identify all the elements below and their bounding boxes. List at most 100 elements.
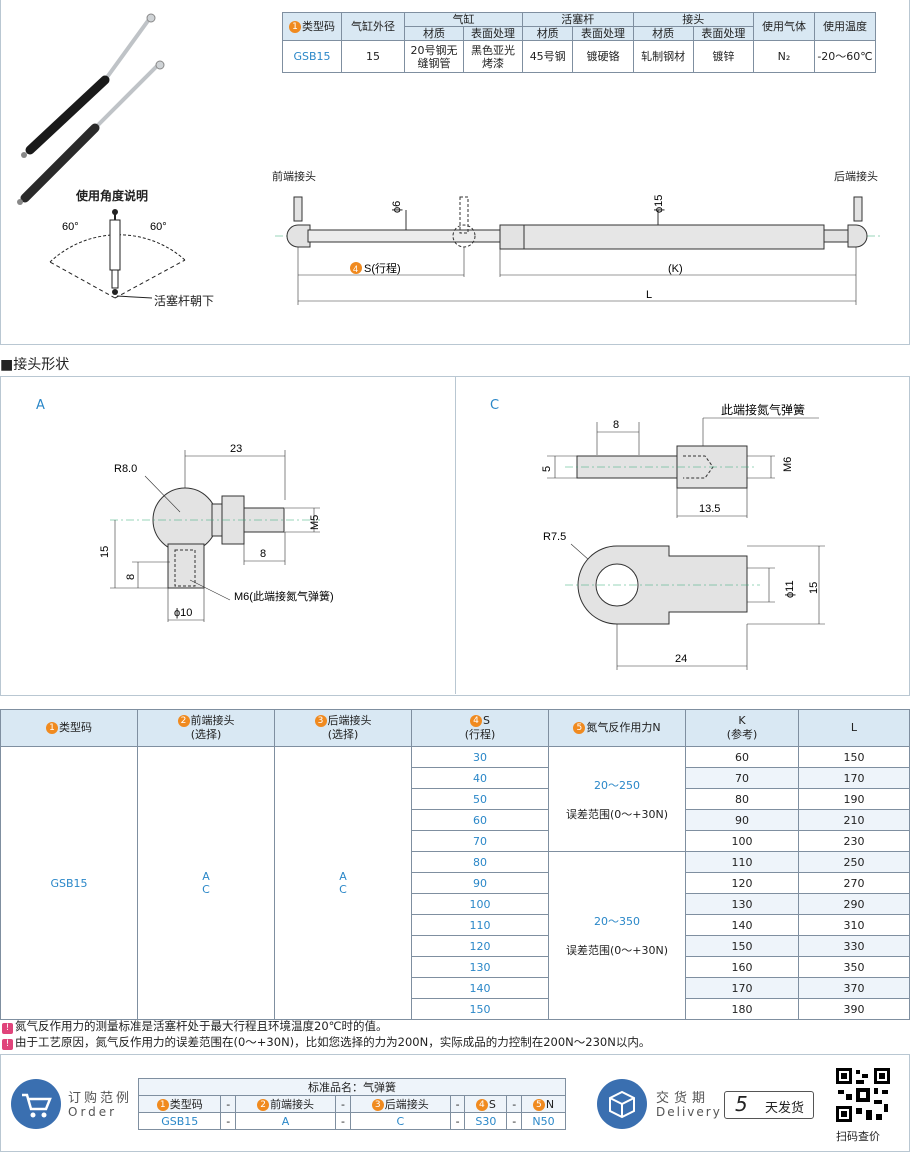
k-cell: 90: [685, 809, 799, 831]
front-ball: [286, 224, 311, 248]
angle-note: 活塞杆朝下: [154, 294, 215, 308]
gas-spring-lower: [17, 60, 165, 205]
a-h8: 8: [125, 574, 137, 580]
c-h5: 5: [541, 466, 553, 472]
joint-divider: [455, 376, 456, 694]
stroke-cell[interactable]: 30: [411, 746, 549, 768]
l-cell: 230: [798, 830, 910, 852]
k-cell: 170: [685, 977, 799, 999]
spring-drawing: ϕ6 ϕ15 L (K) 4 S(行程): [275, 195, 882, 305]
angle-spring-body: [109, 219, 121, 271]
k-cell: 60: [685, 746, 799, 768]
order-label-cn: 订购范例: [68, 1091, 133, 1106]
k-cell: 120: [685, 872, 799, 894]
front-joint-label: 前端接头: [272, 170, 316, 183]
c-w135: 13.5: [699, 503, 720, 515]
k-cell: 180: [685, 998, 799, 1020]
k-cell: 70: [685, 767, 799, 789]
l-cell: 330: [798, 935, 910, 957]
svg-text:4: 4: [353, 264, 358, 274]
piston-rod: [307, 229, 501, 243]
stroke-cell[interactable]: 40: [411, 767, 549, 789]
l-cell: 270: [798, 872, 910, 894]
stroke-cell[interactable]: 80: [411, 851, 549, 873]
angle-title: 使用角度说明: [76, 189, 149, 203]
k-cell: 80: [685, 788, 799, 810]
rear-stud: [853, 196, 863, 222]
delivery-days: 5: [735, 1092, 748, 1116]
angle-diagram: 60° 60°: [49, 209, 186, 299]
qr-code-icon[interactable]: [834, 1066, 892, 1124]
l-cell: 370: [798, 977, 910, 999]
l-cell: 210: [798, 809, 910, 831]
l-cell: 190: [798, 788, 910, 810]
front-stud: [293, 196, 303, 222]
order-label-en: Order: [68, 1105, 118, 1119]
l-cell: 310: [798, 914, 910, 936]
angle-right-label: 60°: [150, 221, 167, 233]
c-r75: R7.5: [543, 531, 566, 543]
l-cell: 350: [798, 956, 910, 978]
a-w23: 23: [230, 443, 242, 455]
joint-c-drawing: 此端接氮气弹簧 8 5 M6 13.5 R7.5 ϕ11 15 24: [541, 402, 825, 670]
gas-spring-photo: [17, 13, 165, 205]
angle-left-label: 60°: [62, 221, 79, 233]
l-cell: 390: [798, 998, 910, 1020]
l-cell: 290: [798, 893, 910, 915]
delivery-label-cn: 交货期: [656, 1091, 711, 1106]
a-w8: 8: [260, 548, 266, 560]
stroke-cell[interactable]: 100: [411, 893, 549, 915]
l-cell: 250: [798, 851, 910, 873]
stroke-cell[interactable]: 140: [411, 977, 549, 999]
k-label: (K): [668, 263, 683, 275]
stroke-label: S(行程): [364, 262, 401, 275]
a-m6-note: M6(此端接氮气弹簧): [234, 589, 334, 603]
c-note: 此端接氮气弹簧: [721, 402, 805, 417]
stroke-cell[interactable]: 150: [411, 998, 549, 1020]
l-cell: 170: [798, 767, 910, 789]
c-w8: 8: [613, 419, 619, 431]
gas-spring-upper: [21, 13, 156, 158]
l-cell: 150: [798, 746, 910, 768]
delivery-days-box: 5 天发货: [724, 1091, 814, 1119]
stroke-cell[interactable]: 50: [411, 788, 549, 810]
rod-gland: [499, 224, 525, 250]
cylinder-body: [523, 224, 825, 250]
stroke-cell[interactable]: 110: [411, 914, 549, 936]
a-r8: R8.0: [114, 463, 137, 475]
k-cell: 130: [685, 893, 799, 915]
stroke-cell[interactable]: 60: [411, 809, 549, 831]
stroke-cell[interactable]: 70: [411, 830, 549, 852]
joint-a-label: A: [36, 398, 45, 413]
cart-icon: [11, 1079, 61, 1129]
k-cell: 140: [685, 914, 799, 936]
joint-c-label: C: [490, 398, 500, 413]
stroke-cell[interactable]: 120: [411, 935, 549, 957]
delivery-box-icon: [597, 1079, 647, 1129]
c-h15: 15: [808, 582, 820, 594]
d6-label: ϕ6: [391, 201, 403, 213]
stroke-cell[interactable]: 130: [411, 956, 549, 978]
delivery-label-en: Delivery: [656, 1105, 722, 1119]
l-label: L: [646, 289, 652, 301]
a-m5: M5: [309, 515, 321, 530]
stroke-cell[interactable]: 90: [411, 872, 549, 894]
k-cell: 100: [685, 830, 799, 852]
a-h15: 15: [99, 546, 111, 558]
delivery-unit: 天发货: [765, 1101, 805, 1116]
note-1: !氮气反作用力的测量标准是活塞杆处于最大行程且环境温度20℃时的值。: [2, 1018, 388, 1034]
joint-a-drawing: 23 R8.0 M5 15 8 8 M6(此端接氮气弹簧) ϕ10: [99, 443, 334, 622]
